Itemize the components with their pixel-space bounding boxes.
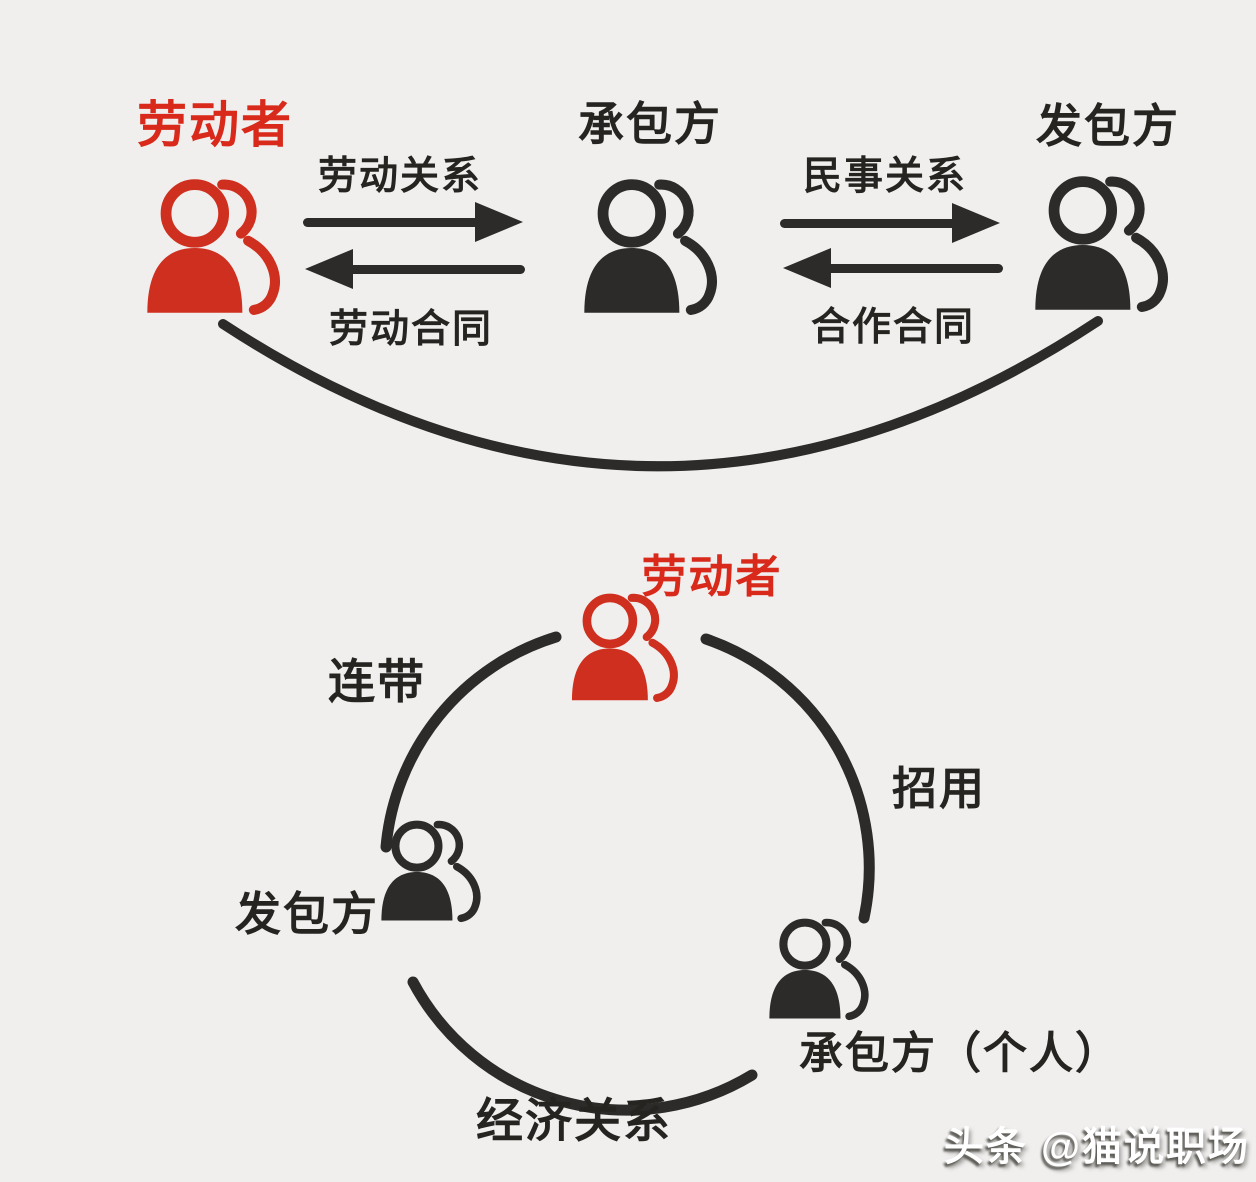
arrow-label-labor-relation: 劳动关系	[317, 155, 482, 198]
cycle-node-label-laborer: 劳动者	[641, 551, 783, 602]
laborer-issuer-arc	[218, 316, 1103, 472]
arrow-shaft	[303, 217, 481, 227]
labor-relation-arrow	[303, 202, 523, 242]
cycle-issuer-person-icon	[381, 820, 481, 923]
cycle-edge-label-economic-relation: 经济关系	[476, 1094, 672, 1147]
civil-relation-arrow	[780, 203, 1000, 243]
cycle-node-label-issuer: 发包方	[235, 888, 379, 940]
arrow-shaft	[347, 264, 525, 274]
cycle-arc-right	[700, 633, 875, 924]
cooperation-contract-arrow	[783, 248, 1003, 288]
cycle-node-label-contractor-individual: 承包方（个人）	[799, 1029, 1121, 1078]
top-node-label-contractor: 承包方	[578, 98, 722, 150]
arrow-shaft	[825, 263, 1003, 273]
laborer-person-icon	[147, 179, 280, 315]
cycle-contractor-person-icon	[769, 918, 869, 1021]
watermark: 头条 @猫说职场	[943, 1125, 1250, 1169]
contractor-person-icon	[584, 179, 717, 315]
labor-contract-arrow	[305, 249, 525, 289]
arrow-head-icon	[783, 248, 831, 288]
top-node-label-issuer: 发包方	[1036, 100, 1180, 152]
arrow-head-icon	[952, 203, 1000, 243]
issuer-person-icon	[1035, 176, 1168, 312]
arrow-label-labor-contract: 劳动合同	[328, 308, 493, 351]
cycle-arc-top-left	[380, 631, 562, 853]
cycle-arc-bottom	[407, 976, 758, 1116]
cycle-edge-label-recruit: 招用	[891, 763, 986, 814]
arrow-label-civil-relation: 民事关系	[802, 155, 967, 198]
arrow-head-icon	[475, 202, 523, 242]
arrow-label-cooperation-contract: 合作合同	[810, 306, 975, 349]
cycle-edge-label-joint-liability: 连带	[328, 655, 426, 708]
arrow-shaft	[780, 218, 958, 228]
cycle-laborer-person-icon	[571, 593, 678, 702]
top-node-label-laborer: 劳动者	[137, 97, 293, 153]
arrow-head-icon	[305, 249, 353, 289]
